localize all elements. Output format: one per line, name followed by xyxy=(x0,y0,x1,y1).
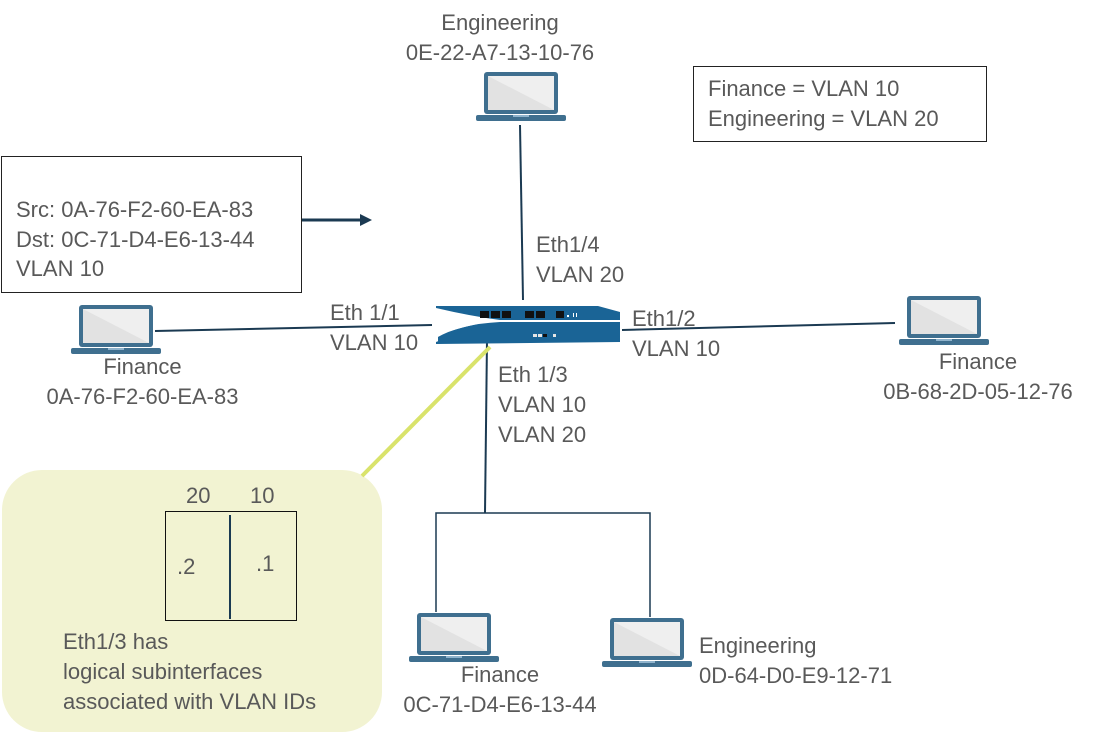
legend-line: Finance = VLAN 10 xyxy=(708,76,900,101)
interface-vlan: VLAN 20 xyxy=(536,262,625,287)
subif-right: .1 xyxy=(256,551,275,576)
laptop-icon[interactable] xyxy=(408,611,500,667)
wire-eth1-1 xyxy=(154,324,433,332)
laptop-icon[interactable] xyxy=(898,294,990,350)
interface-name: Eth1/2 xyxy=(632,306,696,331)
callout-description: Eth1/3 has logical subinterfaces associa… xyxy=(63,627,316,717)
host-dept: Engineering xyxy=(441,10,559,35)
host-mac: 0B-68-2D-05-12-76 xyxy=(883,379,1073,404)
packet-vlan: VLAN 10 xyxy=(16,256,105,281)
wire-eth1-4 xyxy=(519,124,524,301)
subinterface-callout xyxy=(2,470,382,732)
wire-eth1-3-split xyxy=(435,512,651,617)
host-mac: 0C-71-D4-E6-13-44 xyxy=(403,692,597,717)
firewall-device-icon[interactable] xyxy=(430,302,622,348)
vlan-legend-box: Finance = VLAN 10 Engineering = VLAN 20 xyxy=(693,66,987,142)
wire-eth1-3 xyxy=(484,339,488,514)
subif-vlan-10: 10 xyxy=(250,483,275,508)
interface-label-eth1-3: Eth 1/3 VLAN 10 VLAN 20 xyxy=(498,360,586,450)
host-dept: Finance xyxy=(103,354,182,379)
interface-name: Eth 1/3 xyxy=(498,362,568,387)
legend-line: Engineering = VLAN 20 xyxy=(708,106,939,131)
packet-dst: Dst: 0C-71-D4-E6-13-44 xyxy=(16,227,255,252)
laptop-icon[interactable] xyxy=(70,303,162,359)
host-dept: Finance xyxy=(938,349,1018,374)
laptop-icon[interactable] xyxy=(601,616,693,672)
host-label-eng-top: Engineering 0E-22-A7-13-10-76 xyxy=(395,8,605,68)
callout-pointer xyxy=(360,345,492,478)
arrow-right-icon xyxy=(360,214,372,226)
host-mac: 0A-76-F2-60-EA-83 xyxy=(46,384,239,409)
callout-line: associated with VLAN IDs xyxy=(63,689,317,714)
host-label-eng-bottom: Engineering 0D-64-D0-E9-12-71 xyxy=(699,631,892,691)
packet-info-box: Src: 0A-76-F2-60-EA-83 Dst: 0C-71-D4-E6-… xyxy=(1,156,302,293)
subinterface-box: .2 .1 xyxy=(165,511,297,621)
host-mac: 0E-22-A7-13-10-76 xyxy=(405,40,595,65)
callout-line: logical subinterfaces xyxy=(63,659,263,684)
host-label-fin-bottom: Finance 0C-71-D4-E6-13-44 xyxy=(380,660,620,720)
host-label-fin-right: Finance 0B-68-2D-05-12-76 xyxy=(858,347,1098,407)
host-dept: Engineering xyxy=(699,633,817,658)
interface-vlan: VLAN 10 xyxy=(330,330,419,355)
host-label-fin-left: Finance 0A-76-F2-60-EA-83 xyxy=(20,352,265,412)
subinterface-divider xyxy=(229,515,231,619)
packet-src: Src: 0A-76-F2-60-EA-83 xyxy=(16,197,254,222)
interface-name: Eth 1/1 xyxy=(330,300,400,325)
interface-label-eth1-2: Eth1/2 VLAN 10 xyxy=(632,304,720,364)
interface-name: Eth1/4 xyxy=(536,232,600,257)
subif-left: .2 xyxy=(177,554,196,579)
interface-vlan: VLAN 20 xyxy=(498,422,587,447)
laptop-icon[interactable] xyxy=(475,70,567,126)
wire-eth1-2 xyxy=(621,322,896,331)
interface-label-eth1-4: Eth1/4 VLAN 20 xyxy=(536,230,624,290)
callout-line: Eth1/3 has xyxy=(63,629,169,654)
subif-vlan-20: 20 xyxy=(186,483,211,508)
interface-vlan: VLAN 10 xyxy=(632,336,721,361)
host-mac: 0D-64-D0-E9-12-71 xyxy=(699,663,893,688)
interface-label-eth1-1: Eth 1/1 VLAN 10 xyxy=(330,298,418,358)
interface-vlan: VLAN 10 xyxy=(498,392,587,417)
host-dept: Finance xyxy=(460,662,540,687)
